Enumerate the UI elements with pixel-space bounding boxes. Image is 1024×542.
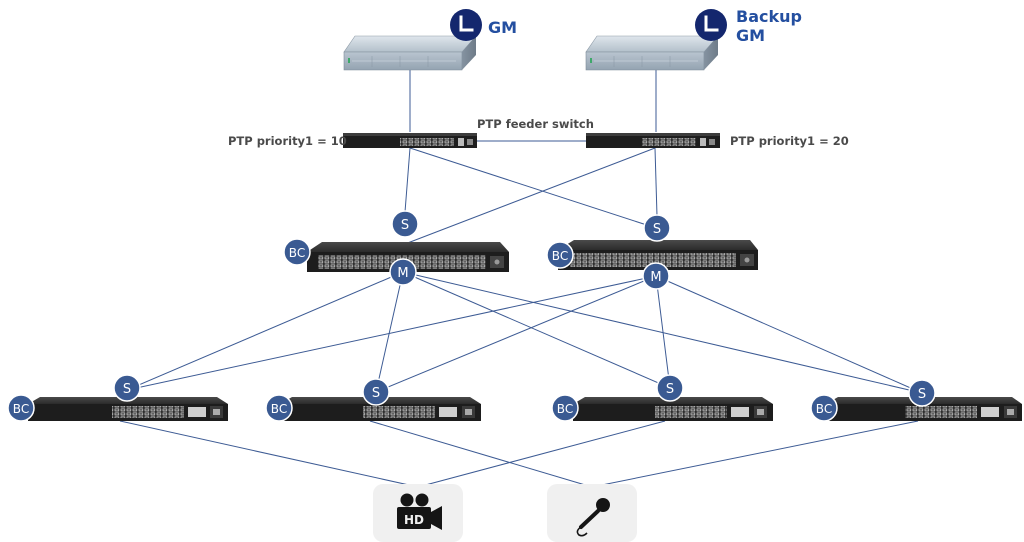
leaf-switch-3 bbox=[573, 397, 773, 421]
slave-badge-text: S bbox=[372, 386, 380, 401]
link-feeder-right-spine-right bbox=[654, 147, 658, 217]
master-badge-spine-right bbox=[642, 262, 670, 290]
microphone-endpoint bbox=[547, 484, 637, 542]
feeder-switch-right bbox=[586, 133, 720, 148]
bc-badge-text: BC bbox=[289, 246, 305, 260]
clock-icon bbox=[450, 9, 482, 41]
slave-badge-text: S bbox=[653, 222, 661, 237]
grandmaster-appliance bbox=[343, 35, 477, 71]
bc-badge-text: BC bbox=[13, 402, 29, 416]
leaf-switch-1 bbox=[28, 397, 228, 421]
slave-badge-text: S bbox=[401, 218, 409, 233]
master-badge-text: M bbox=[397, 266, 408, 281]
master-badge-text: M bbox=[650, 270, 661, 285]
link-leaf4-microphone bbox=[591, 420, 919, 488]
link-feeder-left-spine-left bbox=[404, 147, 411, 213]
slave-badge-leaf-3 bbox=[656, 374, 684, 402]
slave-badge-leaf-4 bbox=[908, 379, 936, 407]
slave-badge-spine-right bbox=[643, 214, 671, 242]
bc-badge-leaf-1 bbox=[7, 394, 35, 422]
link-m1-leaf4 bbox=[402, 271, 923, 394]
network-links bbox=[119, 70, 923, 488]
bc-badge-leaf-3 bbox=[551, 394, 579, 422]
slave-badge-leaf-1 bbox=[113, 374, 141, 402]
slave-badge-text: S bbox=[123, 382, 131, 397]
link-leaf2-microphone bbox=[369, 420, 593, 488]
feeder-switch-left bbox=[343, 133, 477, 148]
gm-label: GM bbox=[488, 18, 517, 37]
slave-badge-text: S bbox=[918, 387, 926, 402]
bc-badge-leaf-2 bbox=[265, 394, 293, 422]
hd-camera-endpoint: HD bbox=[373, 484, 463, 542]
priority-right-label: PTP priority1 = 20 bbox=[730, 134, 849, 148]
link-feeder-right-spine-left bbox=[404, 147, 656, 245]
bc-badge-text: BC bbox=[271, 402, 287, 416]
bc-badge-spine-left bbox=[283, 238, 311, 266]
link-m2-leaf2 bbox=[375, 275, 657, 393]
bc-badge-text: BC bbox=[816, 402, 832, 416]
link-m1-leaf2 bbox=[375, 271, 404, 393]
priority-left-label: PTP priority1 = 10 bbox=[228, 134, 347, 148]
bc-badge-text: BC bbox=[552, 249, 568, 263]
bc-badge-text: BC bbox=[557, 402, 573, 416]
backup-gm-label-line1: Backup bbox=[736, 7, 802, 26]
slave-badge-leaf-2 bbox=[362, 378, 390, 406]
svg-text:HD: HD bbox=[404, 513, 424, 527]
slave-badge-text: S bbox=[666, 382, 674, 397]
master-badge-spine-left bbox=[389, 258, 417, 286]
link-m2-leaf4 bbox=[655, 275, 923, 394]
hd-video-camera-icon: HD bbox=[397, 493, 442, 530]
clock-icon bbox=[695, 9, 727, 41]
backup-gm-label-line2: GM bbox=[736, 26, 765, 45]
spine-switch-right bbox=[558, 240, 758, 270]
bc-badge-spine-right bbox=[546, 241, 574, 269]
slave-badge-spine-left bbox=[391, 210, 419, 238]
microphone-icon bbox=[576, 498, 610, 537]
link-feeder-left-spine-right bbox=[409, 147, 657, 229]
link-m1-leaf3 bbox=[402, 271, 671, 389]
link-m2-leaf3 bbox=[655, 275, 671, 389]
link-leaf1-camera bbox=[119, 420, 419, 488]
link-leaf3-camera bbox=[417, 420, 666, 488]
backup-grandmaster-appliance bbox=[585, 35, 719, 71]
link-m1-leaf1 bbox=[126, 271, 404, 391]
feeder-switch-label: PTP feeder switch bbox=[477, 117, 594, 131]
link-m2-leaf1 bbox=[126, 275, 657, 391]
bc-badge-leaf-4 bbox=[810, 394, 838, 422]
